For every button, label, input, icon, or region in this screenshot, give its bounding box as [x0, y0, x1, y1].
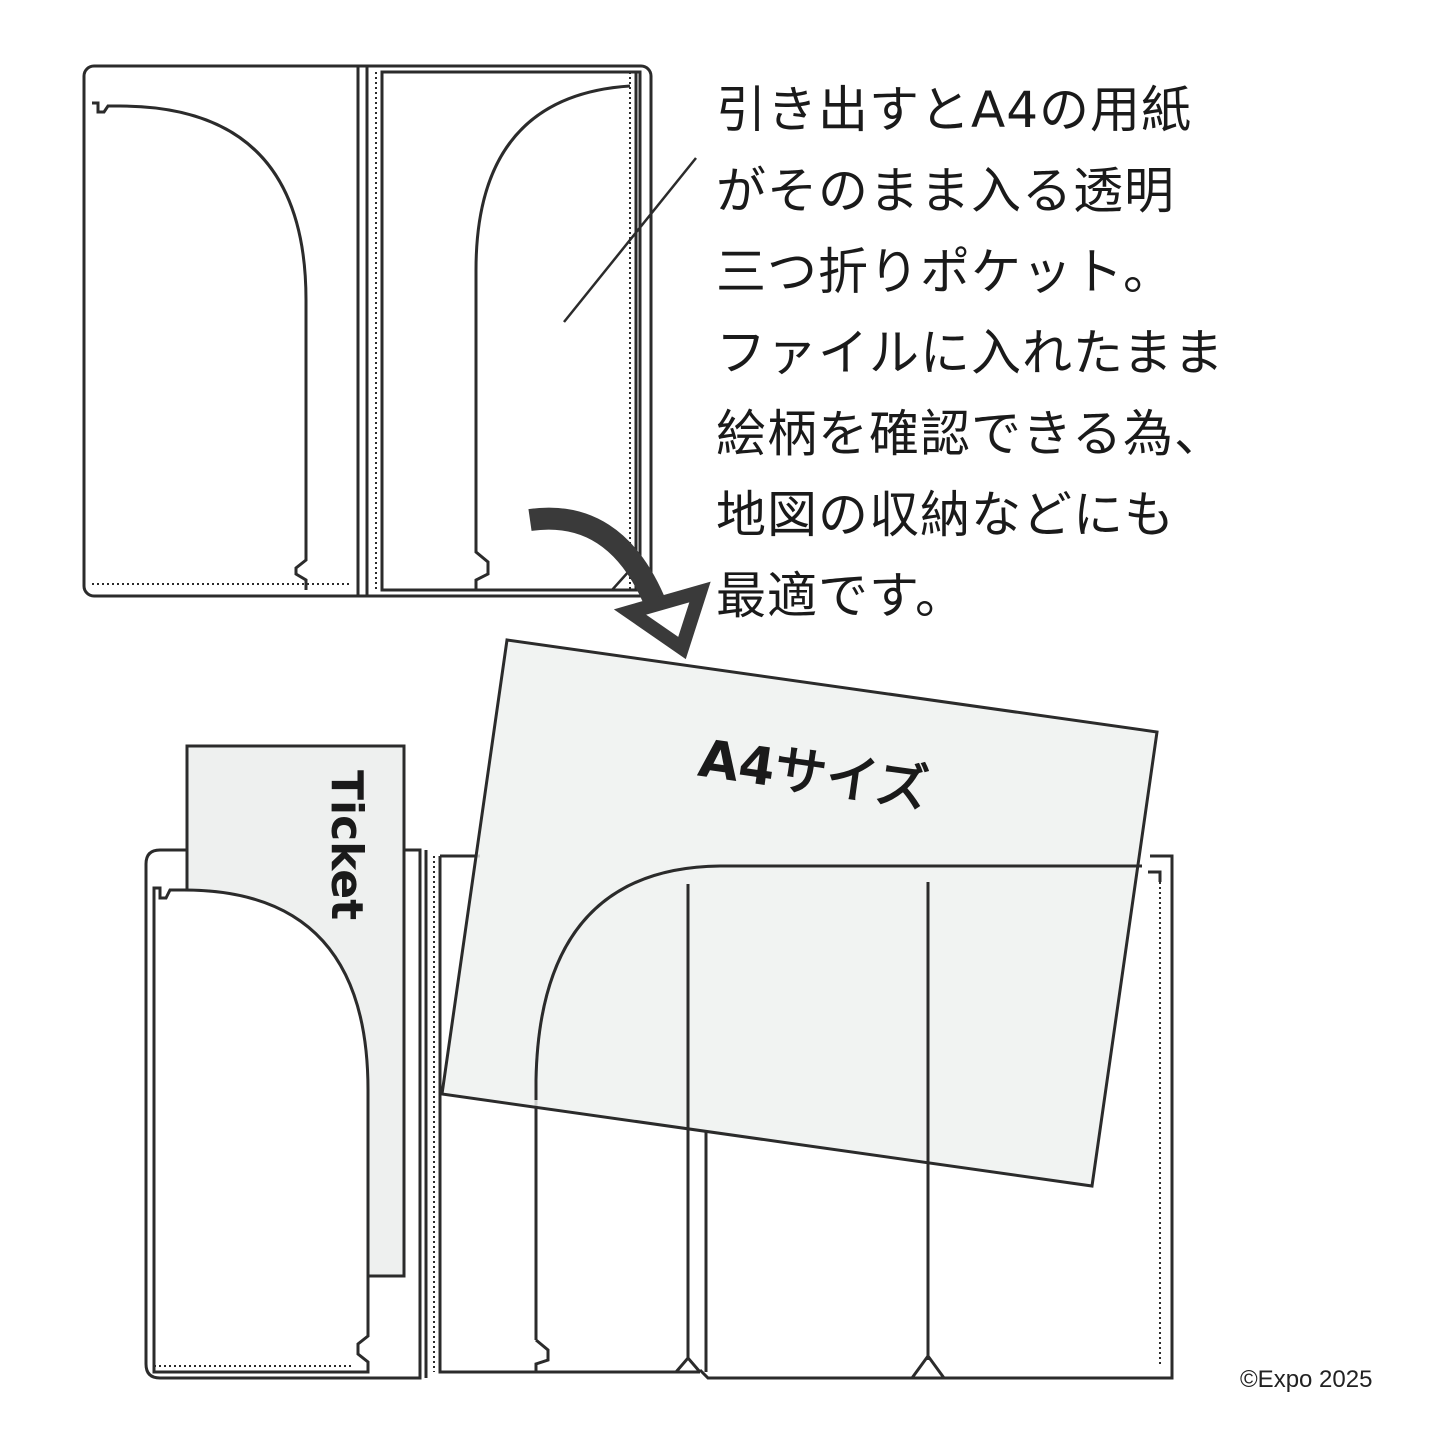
- copyright-notice: ©Expo 2025: [1240, 1366, 1373, 1393]
- description-line: 絵柄を確認できる為、: [716, 405, 1225, 463]
- callout-leader-line: [563, 157, 697, 323]
- description-line: がそのまま入る透明: [716, 162, 1175, 220]
- description-line: ファイルに入れたまま: [716, 324, 1225, 382]
- ticket-label: Ticket: [321, 770, 372, 921]
- pocket-through-sheet: [534, 864, 1142, 1180]
- bottom-folder: [144, 744, 1174, 1380]
- a4-sheet: [440, 638, 1159, 1188]
- pull-out-arrowhead: [613, 581, 711, 660]
- pull-out-arrow: [528, 507, 665, 605]
- bottom-left-pocket: [152, 886, 370, 1374]
- top-right-pocket: [474, 84, 631, 590]
- top-left-pocket: [92, 101, 308, 590]
- description-line: 引き出すとA4の用紙: [716, 81, 1193, 139]
- description-text: 引き出すとA4の用紙 がそのまま入る透明 三つ折りポケット。 ファイルに入れたま…: [716, 70, 1256, 637]
- top-right-pocket-frame: [380, 70, 642, 592]
- top-folder: [82, 64, 697, 598]
- description-line: 地図の収納などにも: [716, 486, 1175, 544]
- description-line: 最適です。: [716, 567, 966, 625]
- description-line: 三つ折りポケット。: [716, 243, 1174, 301]
